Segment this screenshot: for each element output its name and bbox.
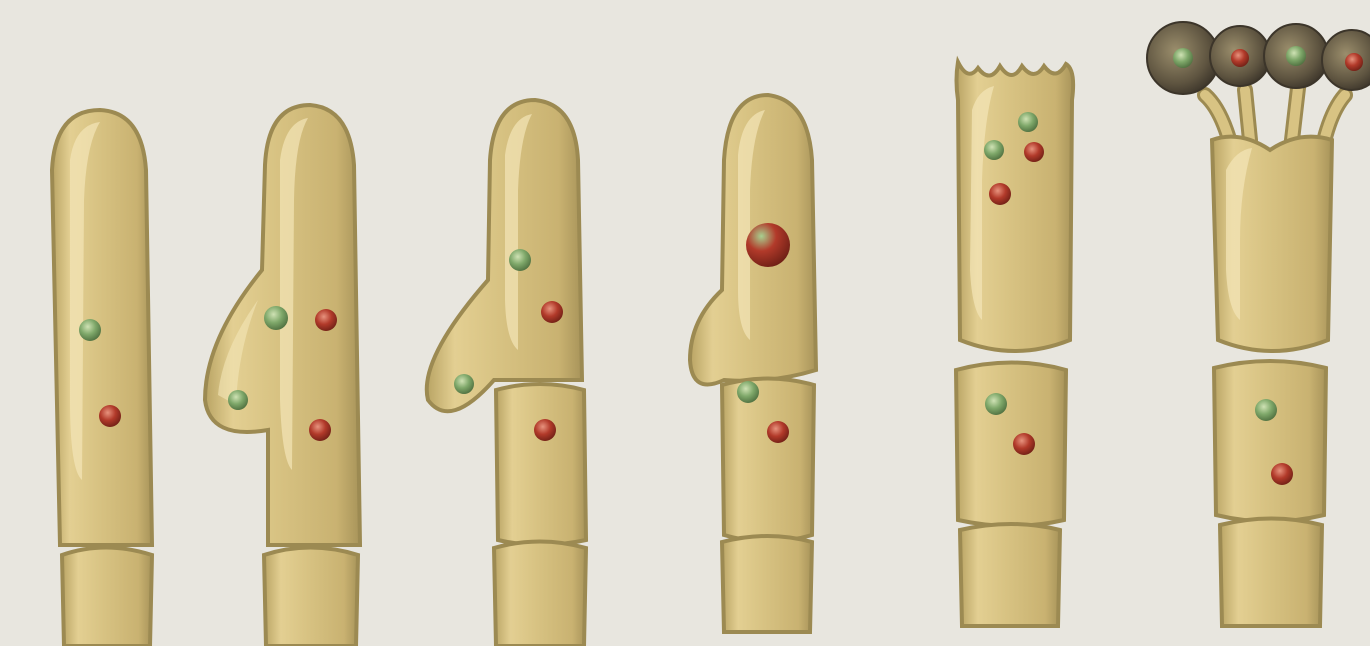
stage-3-clamp-fusion bbox=[427, 100, 586, 646]
sterigma bbox=[1292, 88, 1298, 140]
red-nucleus bbox=[1271, 463, 1293, 485]
red-nucleus bbox=[541, 301, 563, 323]
red-nucleus bbox=[767, 421, 789, 443]
red-nucleus bbox=[315, 309, 337, 331]
green-nucleus bbox=[454, 374, 474, 394]
red-nucleus bbox=[309, 419, 331, 441]
green-nucleus bbox=[1173, 48, 1193, 68]
hypha-middle-cell bbox=[722, 379, 814, 542]
hypha-lower-cell bbox=[494, 542, 586, 646]
green-nucleus bbox=[264, 306, 288, 330]
red-nucleus bbox=[1231, 49, 1249, 67]
hypha-lower-cell bbox=[62, 548, 152, 646]
hypha-lower-cell bbox=[264, 548, 358, 646]
stage-2-hook-formation bbox=[205, 105, 360, 646]
green-nucleus bbox=[509, 249, 531, 271]
hypha-lower-cell bbox=[1220, 519, 1322, 627]
green-nucleus bbox=[737, 381, 759, 403]
stage-5-sterigmata-forming bbox=[956, 62, 1073, 626]
red-nucleus bbox=[99, 405, 121, 427]
red-nucleus bbox=[534, 419, 556, 441]
red-nucleus bbox=[1345, 53, 1363, 71]
hypha-middle-cell bbox=[956, 363, 1066, 527]
hypha-middle-cell bbox=[496, 384, 586, 545]
hypha-middle-cell bbox=[1214, 361, 1326, 522]
green-nucleus bbox=[1286, 46, 1306, 66]
red-nucleus bbox=[1024, 142, 1044, 162]
stage-1-young-hypha bbox=[52, 110, 152, 646]
fused-nucleus bbox=[746, 223, 790, 267]
stage-4-nuclear-fusion bbox=[690, 95, 816, 632]
hypha-upper-cell bbox=[427, 100, 582, 411]
hypha-upper-cell bbox=[52, 110, 152, 545]
sterigma bbox=[1245, 90, 1250, 140]
hypha-lower-cell bbox=[722, 536, 812, 632]
green-nucleus bbox=[984, 140, 1004, 160]
green-nucleus bbox=[985, 393, 1007, 415]
green-nucleus bbox=[1018, 112, 1038, 132]
hypha-lower-cell bbox=[960, 524, 1060, 626]
red-nucleus bbox=[1013, 433, 1035, 455]
green-nucleus bbox=[79, 319, 101, 341]
green-nucleus bbox=[228, 390, 248, 410]
red-nucleus bbox=[989, 183, 1011, 205]
green-nucleus bbox=[1255, 399, 1277, 421]
stage-6-basidiospores bbox=[1147, 22, 1370, 626]
